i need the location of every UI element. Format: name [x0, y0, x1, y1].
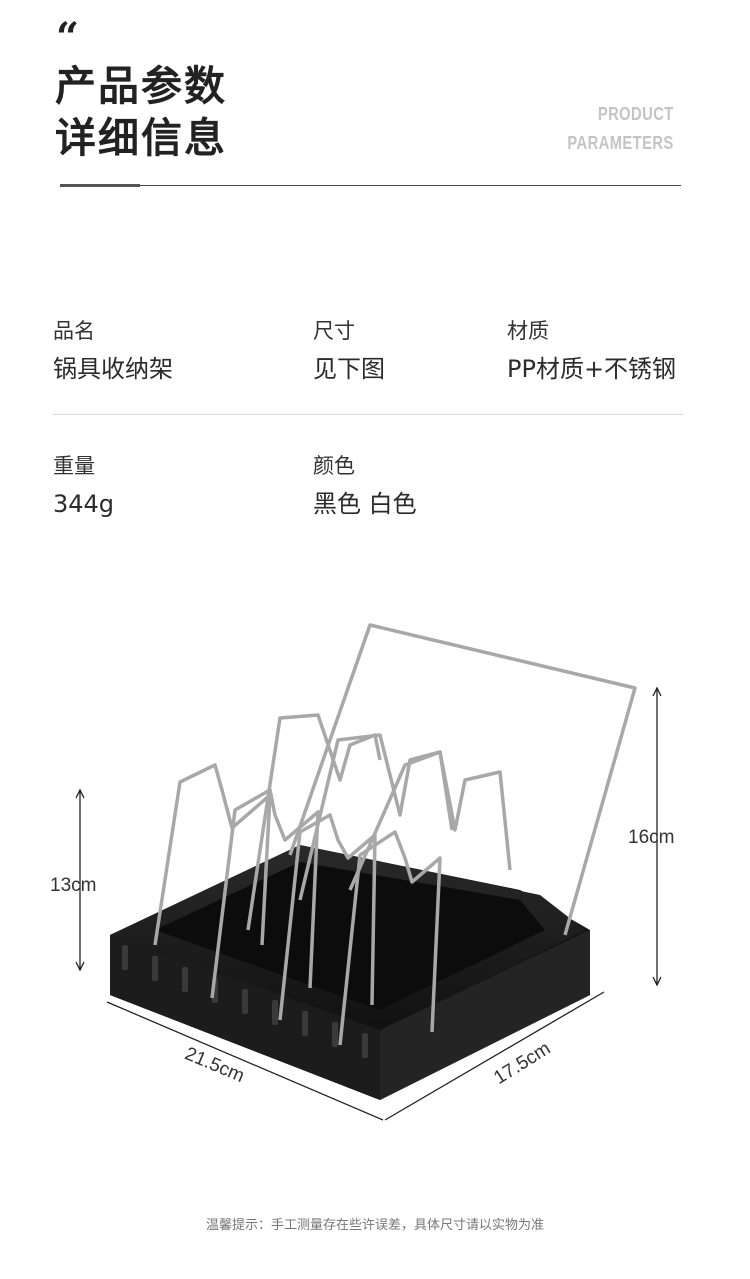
- product-illustration: 13cm 16cm 21.5cm 17.5cm: [50, 623, 674, 1121]
- param-label: 材质: [507, 319, 549, 343]
- param-color: 颜色 黑色 白色: [313, 452, 417, 520]
- param-value: 锅具收纳架: [53, 355, 173, 383]
- param-label: 品名: [53, 319, 95, 343]
- param-divider: [53, 414, 683, 415]
- english-line-2: PARAMETERS: [567, 133, 674, 153]
- dim-depth: 17.5cm: [490, 1038, 554, 1089]
- dim-height-right: 16cm: [628, 827, 674, 848]
- param-value: 黑色 白色: [313, 490, 417, 518]
- page-title: 产品参数 详细信息: [55, 60, 227, 164]
- param-label: 尺寸: [313, 319, 355, 343]
- param-label: 重量: [53, 454, 95, 478]
- title-line-2: 详细信息: [55, 114, 227, 162]
- english-line-1: PRODUCT: [598, 104, 674, 124]
- param-name: 品名 锅具收纳架: [53, 317, 173, 385]
- header-rule: [140, 185, 681, 186]
- title-line-1: 产品参数: [55, 62, 227, 110]
- dim-width: 21.5cm: [182, 1043, 248, 1087]
- dim-height-left: 13cm: [50, 875, 96, 896]
- param-label: 颜色: [313, 454, 355, 478]
- quote-mark: “: [56, 14, 80, 61]
- english-subtitle: PRODUCT PARAMETERS: [568, 100, 674, 158]
- param-material: 材质 PP材质+不锈钢: [507, 317, 676, 385]
- param-value: 344g: [53, 490, 115, 518]
- param-value: PP材质+不锈钢: [507, 355, 677, 383]
- header-rule-accent: [60, 184, 140, 187]
- param-value: 见下图: [313, 355, 385, 383]
- param-size: 尺寸 见下图: [313, 317, 385, 385]
- wire-frames: [153, 623, 637, 1046]
- dimension-lines: [75, 686, 662, 1121]
- measurement-note: 温馨提示：手工测量存在些许误差，具体尺寸请以实物为准: [205, 1218, 544, 1233]
- param-weight: 重量 344g: [53, 452, 114, 520]
